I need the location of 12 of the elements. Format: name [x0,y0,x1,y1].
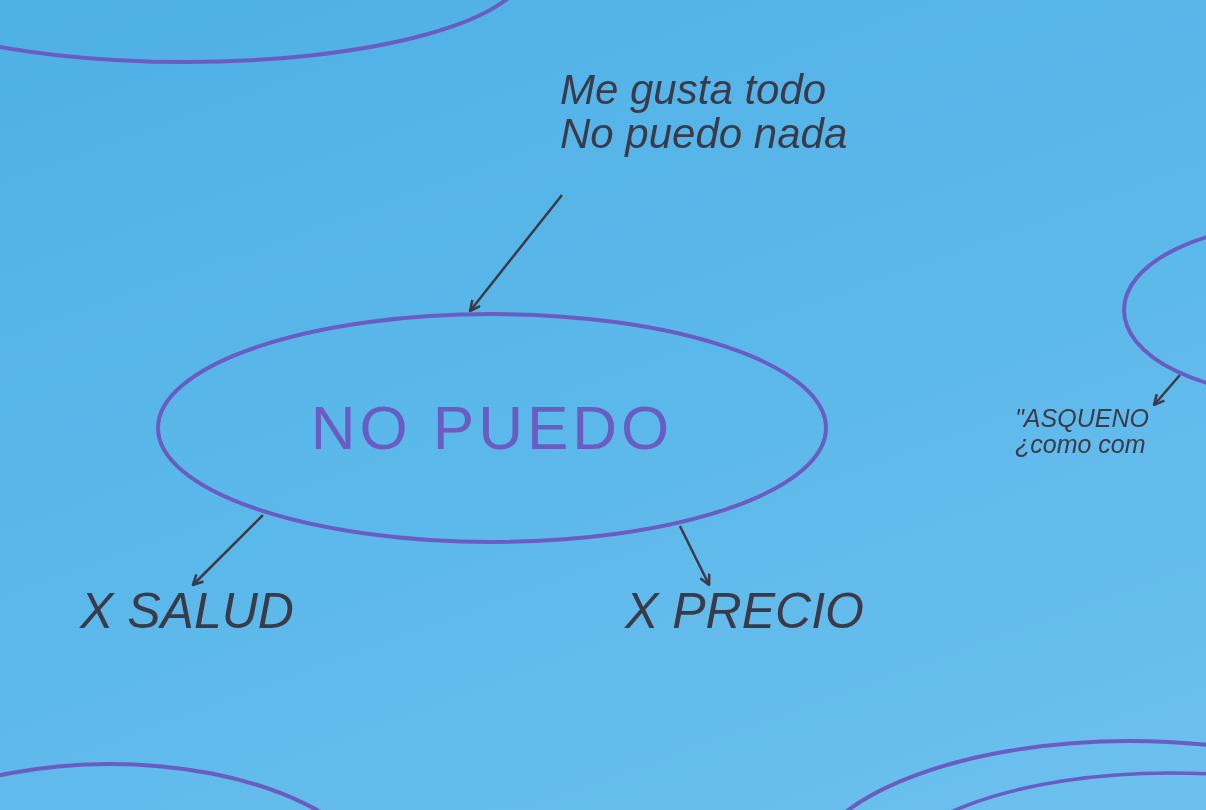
handwritten-note: "ASQUENO ¿como com [1015,405,1206,477]
arrow [468,194,563,313]
ellipse-outline [0,0,510,66]
handwritten-note: Me gusta todo No puedo nada [560,68,890,195]
arrow [1152,374,1181,407]
node-label: NO PUEDO [309,392,675,463]
arrow [191,514,264,587]
handwritten-note: X PRECIO [625,585,955,655]
oval-node [154,310,830,546]
ellipse-outline [843,737,1206,810]
handwritten-note: X SALUD [80,585,410,655]
arrow [678,525,711,587]
